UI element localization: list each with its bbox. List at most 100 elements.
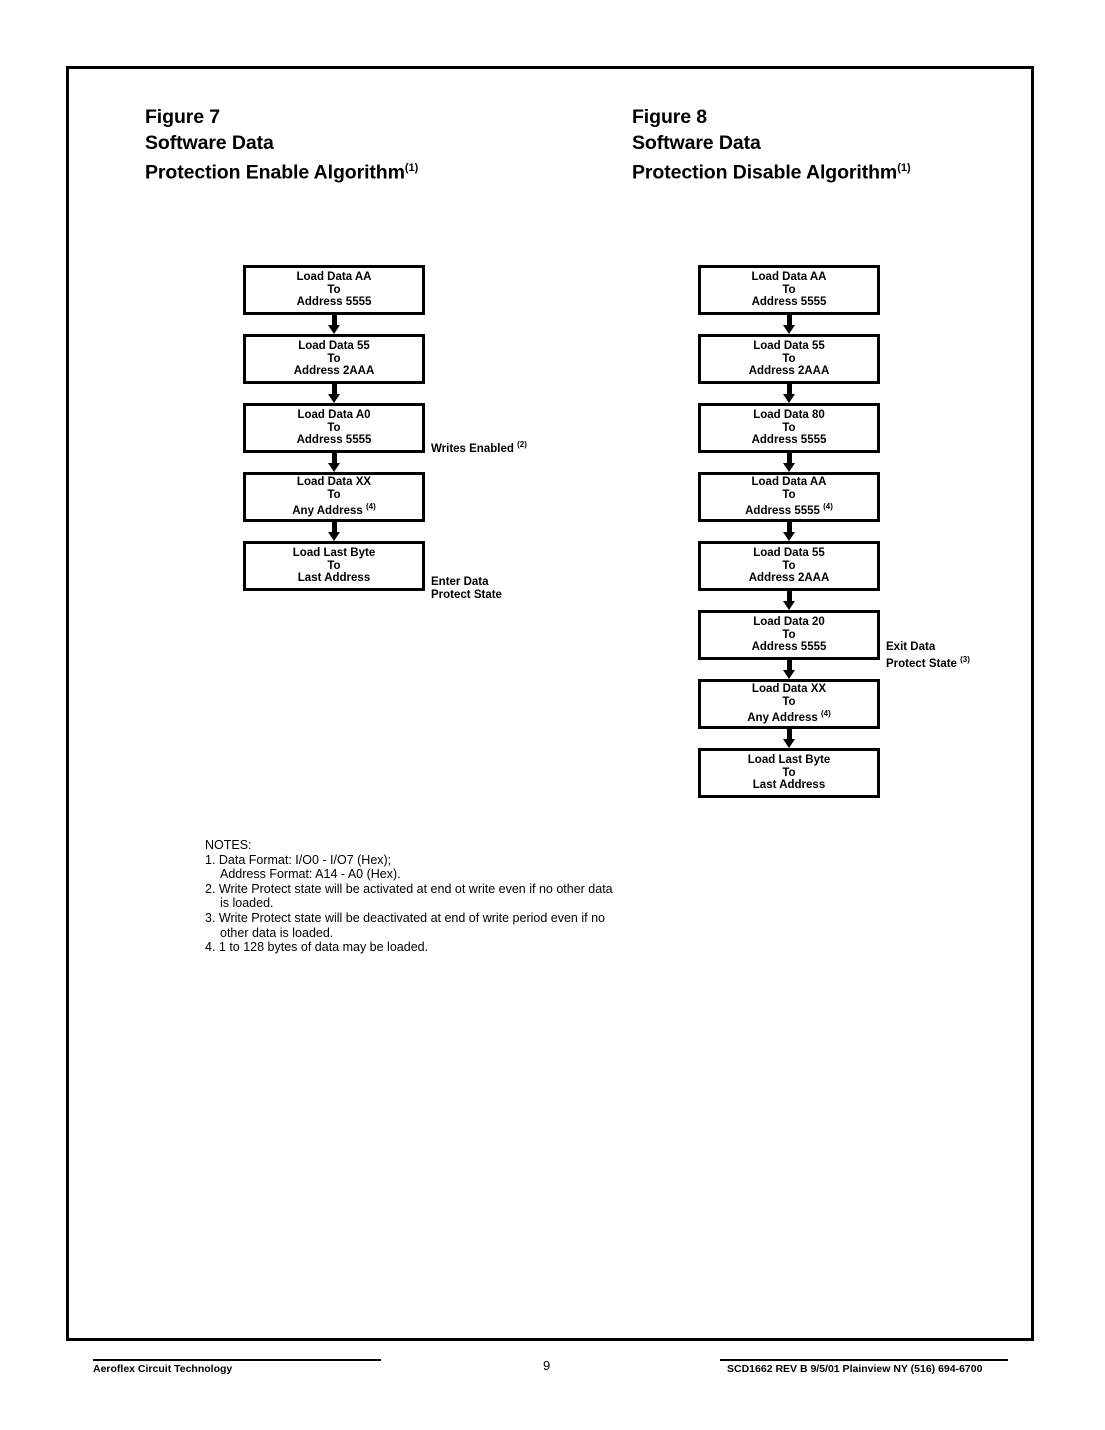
note-item-3: 3. Write Protect state will be deactivat… <box>205 910 605 940</box>
flow-node-line-3-text: Last Address <box>752 779 826 792</box>
arrow-stem <box>786 384 792 396</box>
arrow-head-icon <box>783 601 795 610</box>
flow-node-line-3: Address 5555 <box>752 296 827 309</box>
flow-node-line-3-text: Address 5555 <box>296 296 372 309</box>
flow-node: Load Data A0 To Address 5555 <box>243 403 425 453</box>
annotation-text-line-2: Protect State <box>886 657 957 670</box>
flow-arrow <box>698 453 880 472</box>
annotation-superscript: (2) <box>517 440 527 449</box>
flow-node-line-3-text: Address 2AAA <box>748 365 830 378</box>
flow-node-line-1: Load Data XX <box>751 683 827 696</box>
annotation-enter-data-protect-state: Enter Data Protect State <box>431 576 502 601</box>
flow-node-line-3: Address 5555 <box>752 434 827 447</box>
flow-node-line-2: To <box>782 283 796 296</box>
flow-node-line-3: Last Address <box>753 779 825 792</box>
page-border <box>66 66 1034 1341</box>
notes-title: NOTES: <box>205 838 252 852</box>
flow-node-superscript: (4) <box>823 502 833 512</box>
notes-block: NOTES: 1. Data Format: I/O0 - I/O7 (Hex)… <box>205 838 625 955</box>
flow-arrow <box>243 315 425 334</box>
flow-arrow <box>698 315 880 334</box>
annotation-writes-enabled: Writes Enabled (2) <box>431 439 527 455</box>
annotation-text-line-1: Exit Data <box>886 641 936 653</box>
flow-arrow <box>243 522 425 541</box>
flowchart-protection-disable: Load Data AA To Address 5555 Load Data 5… <box>698 265 880 798</box>
flow-node: Load Data XX To Any Address (4) <box>698 679 880 729</box>
flowchart-protection-enable: Load Data AA To Address 5555 Load Data 5… <box>243 265 425 591</box>
flow-node-line-3-text: Address 2AAA <box>293 365 375 378</box>
flow-node-line-3: Any Address (4) <box>747 708 831 724</box>
flow-node-line-3: Address 2AAA <box>294 365 375 378</box>
flow-node: Load Data 55 To Address 2AAA <box>698 541 880 591</box>
arrow-stem <box>331 384 337 396</box>
flow-node-line-3-text: Any Address <box>292 505 363 518</box>
footer-company-name: Aeroflex Circuit Technology <box>93 1363 233 1375</box>
flow-node-line-2: To <box>782 488 796 501</box>
flow-node-line-3: Last Address <box>298 572 370 585</box>
flow-node-line-1: Load Data 55 <box>298 340 370 353</box>
flow-node-line-3: Address 5555 <box>297 434 372 447</box>
annotation-text-line-2: Protect State <box>431 588 502 601</box>
flow-node-line-2: To <box>782 352 796 365</box>
flow-node-line-2: To <box>782 559 796 572</box>
arrow-stem <box>786 453 792 465</box>
flow-node: Load Data XX To Any Address (4) <box>243 472 425 522</box>
flow-node: Load Data AA To Address 5555 <box>698 265 880 315</box>
flow-node-line-2: To <box>782 695 796 708</box>
figure-7-heading: Figure 7 Software Data Protection Enable… <box>145 105 418 186</box>
flow-node-line-2: To <box>782 421 796 434</box>
flow-node-line-1: Load Data 80 <box>753 409 825 422</box>
flow-node-line-3: Any Address (4) <box>292 501 376 517</box>
flow-arrow <box>243 384 425 403</box>
flow-node-line-1: Load Last Byte <box>747 754 831 767</box>
annotation-superscript: (3) <box>960 654 970 664</box>
flow-node-line-2: To <box>327 352 341 365</box>
flow-node-line-3-text: Address 5555 <box>751 296 827 309</box>
flow-node-line-2: To <box>327 559 341 572</box>
arrow-head-icon <box>783 463 795 472</box>
flow-node-superscript: (4) <box>365 502 376 512</box>
flow-node-line-2: To <box>327 421 341 434</box>
footer-document-info: SCD1662 REV B 9/5/01 Plainview NY (516) … <box>727 1363 983 1375</box>
note-item-1-continuation: Address Format: A14 - A0 (Hex). <box>220 867 401 882</box>
flow-node-line-3-text: Address 5555 <box>751 641 827 654</box>
figure-7-title-line-1: Figure 7 <box>145 106 221 128</box>
footer-right-rule <box>720 1359 1008 1361</box>
flow-node-line-3-text: Last Address <box>297 572 371 585</box>
arrow-stem <box>331 522 337 534</box>
flow-node-line-2: To <box>782 766 796 779</box>
note-item-2: 2. Write Protect state will be activated… <box>205 881 613 911</box>
flow-node-superscript: (4) <box>820 709 831 719</box>
arrow-stem <box>331 453 337 465</box>
annotation-exit-data-protect-state: Exit Data Protect State (3) <box>886 641 970 670</box>
flow-node-line-3-text: Address 2AAA <box>748 572 830 585</box>
flow-node-line-1: Load Last Byte <box>292 547 376 560</box>
figure-8-title-line-3: Protection Disable Algorithm <box>632 161 898 184</box>
flow-node: Load Data AA To Address 5555 <box>243 265 425 315</box>
flow-node-line-1: Load Data XX <box>296 476 372 489</box>
flow-node-line-3: Address 5555 <box>752 641 827 654</box>
arrow-head-icon <box>783 325 795 334</box>
flow-node-line-1: Load Data A0 <box>297 409 371 422</box>
flow-arrow <box>698 384 880 403</box>
arrow-stem <box>786 660 792 672</box>
flow-node: Load Data 80 To Address 5555 <box>698 403 880 453</box>
arrow-head-icon <box>328 532 340 541</box>
flow-arrow <box>698 522 880 541</box>
flow-node-line-3-text: Address 5555 <box>745 505 820 518</box>
flow-node-line-1: Load Data 20 <box>753 616 825 629</box>
arrow-head-icon <box>783 532 795 541</box>
flow-node-line-1: Load Data AA <box>751 476 827 489</box>
figure-8-title-line-2: Software Data <box>632 131 761 154</box>
flow-arrow <box>698 729 880 748</box>
arrow-head-icon <box>328 463 340 472</box>
flow-node-line-3: Address 2AAA <box>749 572 830 585</box>
figure-7-title-superscript: (1) <box>404 162 419 174</box>
flow-node: Load Data 20 To Address 5555 <box>698 610 880 660</box>
arrow-stem <box>786 591 792 603</box>
flow-node-line-3-text: Any Address <box>747 712 818 725</box>
flow-node: Load Data 55 To Address 2AAA <box>243 334 425 384</box>
figure-7-title-line-2: Software Data <box>145 131 274 154</box>
figure-8-title-superscript: (1) <box>897 162 911 174</box>
flow-node-line-3: Address 5555 (4) <box>745 501 833 517</box>
